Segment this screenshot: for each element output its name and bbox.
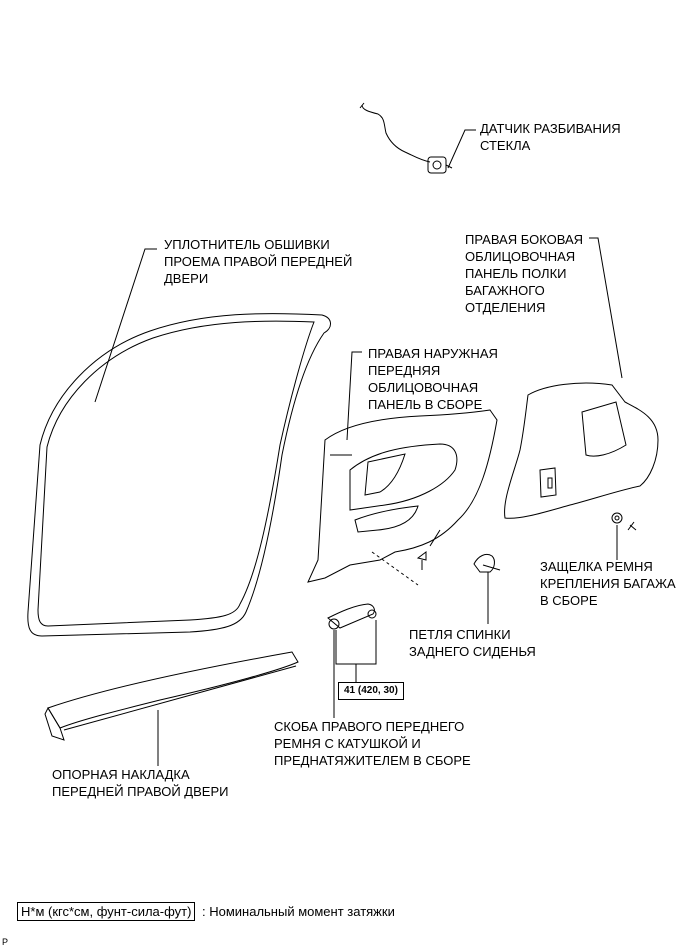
- leader-outer-panel: [346, 351, 362, 441]
- leader-torque: [335, 620, 377, 682]
- label-scuff-plate: ОПОРНАЯ НАКЛАДКА ПЕРЕДНЕЙ ПРАВОЙ ДВЕРИ: [52, 767, 229, 799]
- legend-description: : Номинальный момент затяжки: [202, 904, 395, 919]
- label-outer-front-panel: ПРАВАЯ НАРУЖНАЯ ПЕРЕДНЯЯ ОБЛИЦОВОЧНАЯ ПА…: [368, 346, 498, 412]
- label-seatback-loop: ПЕТЛЯ СПИНКИ ЗАДНЕГО СИДЕНЬЯ: [409, 627, 536, 659]
- label-strap-latch: ЗАЩЕЛКА РЕМНЯ КРЕПЛЕНИЯ БАГАЖА В СБОРЕ: [540, 559, 676, 608]
- corner-mark: P: [2, 937, 9, 947]
- outer-front-trim-panel: [307, 409, 498, 583]
- glass-break-sensor: [359, 102, 453, 174]
- luggage-side-panel: [504, 382, 659, 519]
- panel-clip: [416, 551, 427, 570]
- leader-weatherstrip: [94, 248, 157, 403]
- legend-torque-units: Н*м (кгс*см, фунт-сила-фут): [17, 902, 196, 921]
- label-glass-sensor: ДАТЧИК РАЗБИВАНИЯ СТЕКЛА: [480, 121, 621, 153]
- torque-spec: 41 (420, 30): [338, 682, 404, 700]
- label-luggage-side-panel: ПРАВАЯ БОКОВАЯ ОБЛИЦОВОЧНАЯ ПАНЕЛЬ ПОЛКИ…: [465, 232, 584, 315]
- leader-glass-sensor: [447, 129, 476, 169]
- belt-bracket: [327, 603, 377, 630]
- label-door-weatherstrip: УПЛОТНИТЕЛЬ ОБШИВКИ ПРОЕМА ПРАВОЙ ПЕРЕДН…: [164, 237, 353, 286]
- leader-side-panel: [589, 237, 623, 379]
- seatback-loop: [473, 553, 501, 573]
- scuff-plate: [44, 651, 299, 741]
- strap-latch: [611, 512, 637, 531]
- label-belt-bracket: СКОБА ПРАВОГО ПЕРЕДНЕГО РЕМНЯ С КАТУШКОЙ…: [274, 719, 471, 768]
- door-weatherstrip: [27, 313, 331, 637]
